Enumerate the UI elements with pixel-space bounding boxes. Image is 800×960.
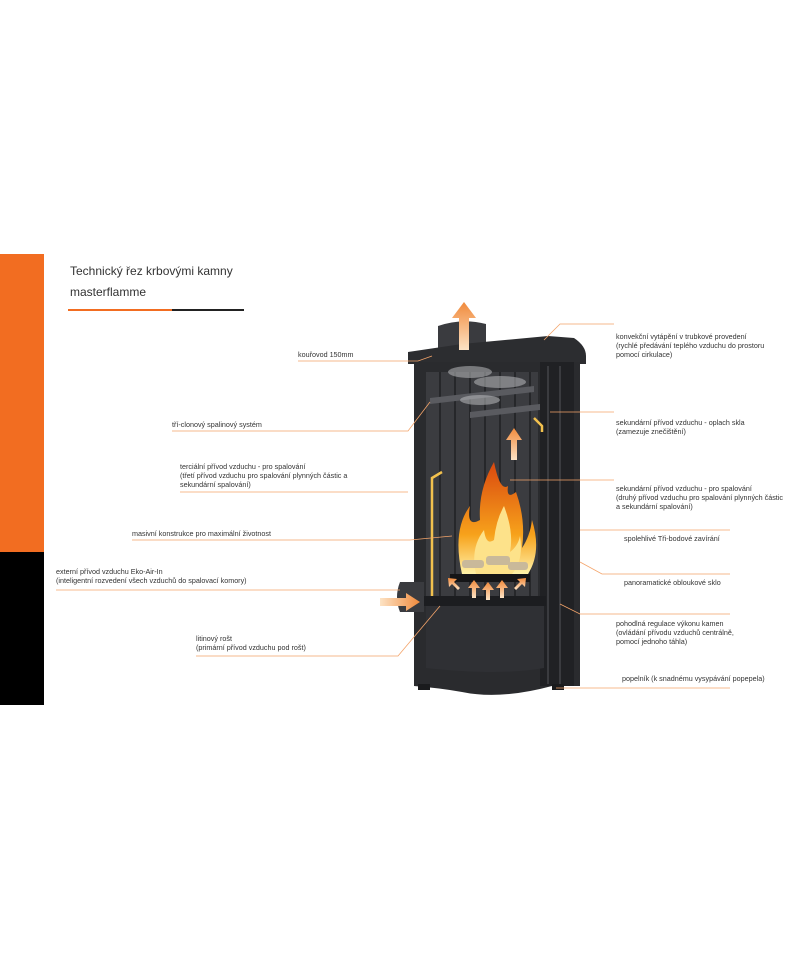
label-tertiary-air-2: (třetí přívod vzduchu pro spalování plyn… xyxy=(180,471,348,480)
label-ashpan: popelník (k snadnému vysypávání popepela… xyxy=(622,674,765,683)
label-panoramic-glass: panoramatické obloukové sklo xyxy=(624,578,721,587)
label-secondary-air-1: sekundární přívod vzduchu - pro spalován… xyxy=(616,484,752,493)
label-regulation-3: pomocí jednoho táhla) xyxy=(616,637,688,646)
brand-subtitle: masterflamme xyxy=(70,285,147,299)
label-flue: kouřovod 150mm xyxy=(298,350,354,359)
label-convection-3: pomocí cirkulace) xyxy=(616,350,673,359)
tertiary-air-channel xyxy=(430,470,443,596)
label-glass-wash-2: (zamezuje znečištění) xyxy=(616,427,686,436)
label-secondary-air-3: a sekundární spalování) xyxy=(616,502,693,511)
leader-lines xyxy=(56,323,730,689)
label-external-air-1: externí přívod vzduchu Eko-Air-In xyxy=(56,567,163,576)
secondary-air-arrow-up xyxy=(506,428,522,460)
label-external-air-2: (inteligentní rozvedení všech vzduchů do… xyxy=(56,576,247,585)
label-convection-1: konvekční vytápění v trubkové provedení xyxy=(616,332,747,341)
title-rule-orange xyxy=(68,309,172,311)
flame-illustration xyxy=(458,462,537,574)
label-regulation-1: pohodlná regulace výkonu kamen xyxy=(616,619,724,628)
label-regulation-2: (ovládání přívodu vzduchů centrálně, xyxy=(616,628,734,637)
label-construction: masivní konstrukce pro maximální životno… xyxy=(132,529,272,538)
label-secondary-air-2: (druhý přívod vzduchu pro spalování plyn… xyxy=(616,493,783,502)
label-grate-2: (primární přívod vzduchu pod rošt) xyxy=(196,643,306,652)
smoke-illustration xyxy=(448,366,526,405)
flue-gas-arrow-up xyxy=(452,302,476,350)
external-air-arrow-in xyxy=(380,593,420,611)
airflow-arrows xyxy=(380,302,526,611)
label-tertiary-air-1: terciální přívod vzduchu - pro spalování xyxy=(180,462,306,471)
orange-side-bar xyxy=(0,254,44,552)
label-closing: spolehlivé Tři-bodové zavírání xyxy=(624,534,720,543)
label-baffle-system: tří-clonový spalinový systém xyxy=(172,420,262,429)
page-title: Technický řez krbovými kamny xyxy=(70,264,233,278)
title-rule-dark xyxy=(172,309,244,311)
secondary-air-channel xyxy=(533,417,544,432)
label-glass-wash-1: sekundární přívod vzduchu - oplach skla xyxy=(616,418,745,427)
label-grate-1: litinový rošt xyxy=(196,634,232,643)
label-convection-2: (rychlé předávání teplého vzduchu do pro… xyxy=(616,341,765,350)
label-tertiary-air-3: sekundární spalování) xyxy=(180,480,251,489)
black-side-bar xyxy=(0,552,44,705)
